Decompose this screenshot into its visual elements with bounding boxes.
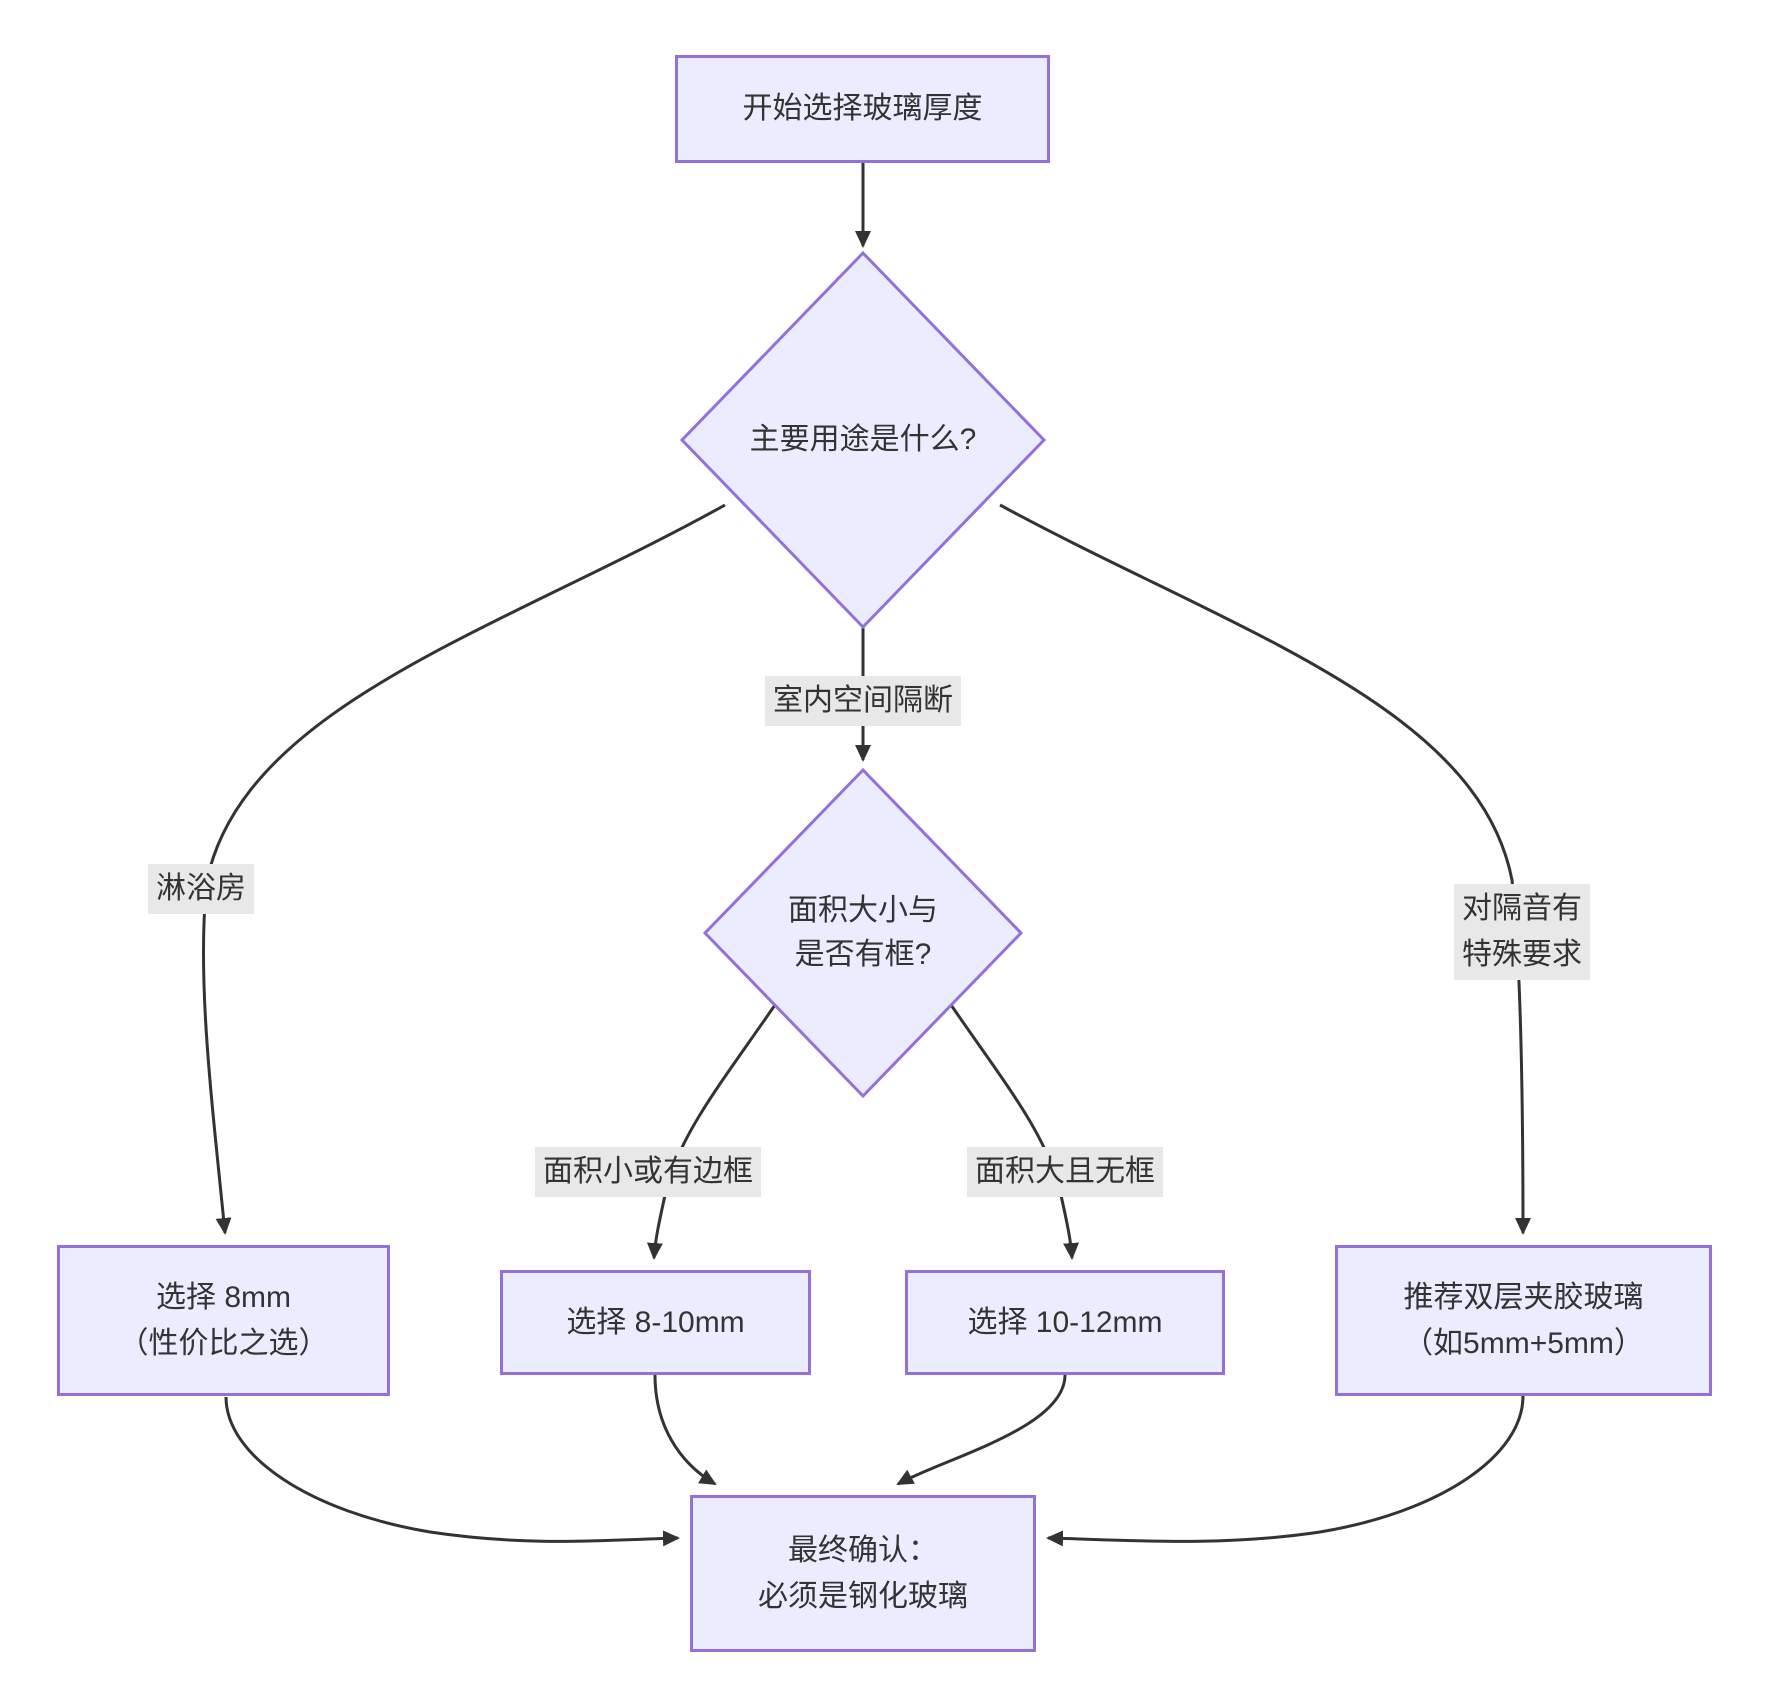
node-result-8mm: 选择 8mm （性价比之选） — [57, 1245, 390, 1396]
node-final-confirm-line2: 必须是钢化玻璃 — [758, 1579, 968, 1613]
edge-label-large-frameless: 面积大且无框 — [967, 1147, 1163, 1197]
edge-purpose-to-8mm — [201, 503, 726, 1235]
edge-label-shower-room: 淋浴房 — [148, 864, 254, 914]
edge-label-small-or-framed: 面积小或有边框 — [535, 1147, 761, 1197]
edge-label-soundproof: 对隔音有 特殊要求 — [1454, 884, 1590, 980]
node-result-8-10mm: 选择 8-10mm — [500, 1270, 811, 1375]
node-start-label: 开始选择玻璃厚度 — [742, 92, 983, 125]
node-result-8-10mm-label: 选择 8-10mm — [566, 1305, 745, 1339]
edge-laminated-to-final — [1046, 1395, 1525, 1547]
edge-label-soundproof-line2: 特殊要求 — [1462, 938, 1582, 971]
decision-size-frame-line1: 面积大小与 — [788, 894, 938, 927]
node-result-10-12mm-label: 选择 10-12mm — [967, 1305, 1163, 1339]
edge-purpose-to-laminated — [999, 503, 1531, 1235]
node-final-confirm: 最终确认： 必须是钢化玻璃 — [690, 1495, 1036, 1652]
edge-label-indoor-partition: 室内空间隔断 — [765, 676, 961, 726]
edge-8mm-to-final — [224, 1396, 680, 1547]
decision-purpose-label: 主要用途是什么? — [749, 423, 977, 456]
edge-10-12mm-to-final — [896, 1374, 1067, 1486]
node-result-laminated: 推荐双层夹胶玻璃 （如5mm+5mm） — [1335, 1245, 1712, 1396]
node-result-10-12mm: 选择 10-12mm — [905, 1270, 1225, 1375]
edge-sizeframe-to-10-12mm — [947, 1001, 1080, 1260]
node-result-8mm-line1: 选择 8mm — [156, 1280, 291, 1314]
decision-diamond-purpose — [679, 250, 1047, 630]
decision-size-frame-line2: 是否有框? — [794, 938, 932, 971]
node-result-laminated-line1: 推荐双层夹胶玻璃 — [1403, 1280, 1644, 1314]
decision-diamond-size-frame — [702, 767, 1024, 1099]
node-start: 开始选择玻璃厚度 — [675, 55, 1050, 163]
node-result-8mm-line2: （性价比之选） — [118, 1326, 329, 1360]
decision-size-frame-label: 面积大小与 是否有框? — [788, 889, 938, 977]
node-final-confirm-line1: 最终确认： — [788, 1533, 938, 1567]
node-result-laminated-line2: （如5mm+5mm） — [1403, 1326, 1644, 1360]
edge-8-10mm-to-final — [653, 1374, 717, 1486]
edge-sizeframe-to-8-10mm — [646, 1001, 779, 1260]
edge-label-soundproof-line1: 对隔音有 — [1462, 892, 1582, 925]
